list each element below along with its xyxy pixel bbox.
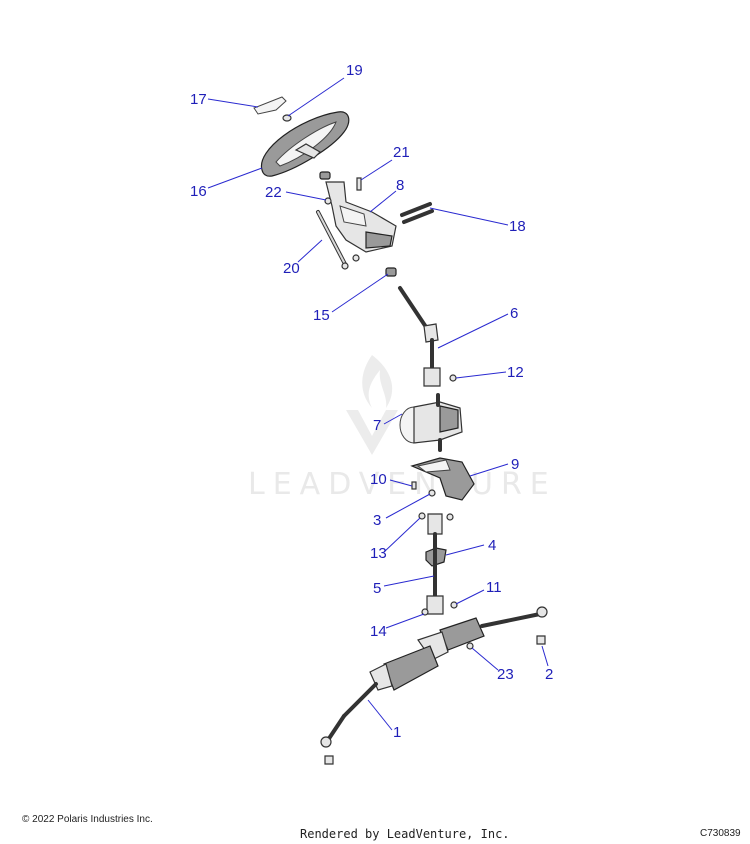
copyright-text: © 2022 Polaris Industries Inc. <box>22 814 153 825</box>
rendered-by-text: Rendered by LeadVenture, Inc. <box>300 827 510 841</box>
callout-11[interactable]: 11 <box>486 579 502 596</box>
right-tie-rod-end-part <box>480 606 548 645</box>
callout-13[interactable]: 13 <box>370 545 387 562</box>
joint-bolt-part <box>446 513 454 521</box>
power-steering-unit-part <box>399 393 463 452</box>
callout-1[interactable]: 1 <box>393 724 401 741</box>
long-bolts-part <box>400 202 434 224</box>
gas-strut-part <box>316 210 360 270</box>
steering-rack-part <box>369 617 485 691</box>
shaft-bolt-part <box>449 374 457 382</box>
callout-8[interactable]: 8 <box>396 177 404 194</box>
callout-2[interactable]: 2 <box>545 666 553 683</box>
watermark-v-icon <box>346 410 398 455</box>
shroud-bolt-part <box>428 489 436 497</box>
watermark-text: LEADVENTURE <box>248 467 557 502</box>
steering-shroud-part <box>410 457 475 501</box>
part-drawings <box>253 96 548 765</box>
washer-part <box>418 512 426 520</box>
left-tie-rod-part <box>320 682 378 765</box>
callout-6[interactable]: 6 <box>510 305 518 322</box>
callout-5[interactable]: 5 <box>373 580 381 597</box>
callout-21[interactable]: 21 <box>393 144 410 161</box>
pivot-bolt-part <box>324 197 332 205</box>
callout-labels: 17 19 16 21 22 8 18 20 15 6 12 7 9 10 3 … <box>190 62 553 741</box>
clip-part <box>411 481 417 490</box>
bolt-part <box>356 177 362 191</box>
callout-19[interactable]: 19 <box>346 62 363 79</box>
collar-part <box>319 171 331 180</box>
callout-15[interactable]: 15 <box>313 307 330 324</box>
callout-16[interactable]: 16 <box>190 183 207 200</box>
callout-18[interactable]: 18 <box>509 218 526 235</box>
callout-22[interactable]: 22 <box>265 184 282 201</box>
lower-shaft-part <box>426 532 444 615</box>
horn-cap-part <box>253 96 287 115</box>
callout-14[interactable]: 14 <box>370 623 387 640</box>
intermediate-shaft-part <box>398 286 441 387</box>
leader-lines <box>207 77 549 731</box>
upper-u-joint-part <box>427 513 443 535</box>
watermark-flame-icon <box>362 355 393 408</box>
lower-bolt-part <box>450 601 458 609</box>
nut-part <box>282 114 292 122</box>
rack-nut-part <box>466 642 474 650</box>
callout-23[interactable]: 23 <box>497 666 514 683</box>
lower-nut-part <box>421 608 429 616</box>
callout-4[interactable]: 4 <box>488 537 496 554</box>
callout-3[interactable]: 3 <box>373 512 381 529</box>
watermark: LEADVENTURE <box>248 355 557 502</box>
steering-wheel-part <box>260 111 350 177</box>
callout-7[interactable]: 7 <box>373 417 381 434</box>
callout-10[interactable]: 10 <box>370 471 387 488</box>
callout-20[interactable]: 20 <box>283 260 300 277</box>
callout-17[interactable]: 17 <box>190 91 207 108</box>
bushing-part <box>385 267 397 277</box>
callout-12[interactable]: 12 <box>507 364 524 381</box>
figure-code: C730839 <box>700 828 741 839</box>
column-bracket-part <box>325 181 397 253</box>
callout-9[interactable]: 9 <box>511 456 519 473</box>
